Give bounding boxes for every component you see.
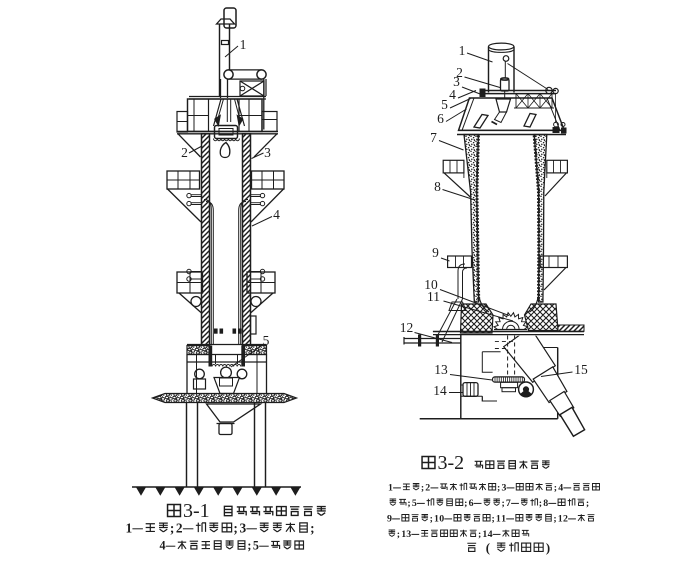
svg-text:1: 1: [388, 483, 393, 494]
svg-text:8: 8: [434, 179, 441, 194]
svg-text:;: ;: [430, 514, 433, 525]
svg-text:;: ;: [554, 483, 557, 494]
svg-text:3: 3: [502, 483, 507, 494]
svg-text:;: ;: [553, 514, 556, 525]
svg-text:4: 4: [449, 87, 456, 102]
svg-text:7: 7: [506, 498, 511, 509]
svg-text:2: 2: [425, 483, 430, 494]
svg-text:3: 3: [406, 529, 411, 540]
svg-text:;: ;: [464, 498, 467, 509]
svg-text:14: 14: [433, 383, 447, 398]
svg-text:1: 1: [558, 514, 563, 525]
svg-text:;: ;: [497, 483, 500, 494]
svg-text:1: 1: [126, 521, 133, 536]
svg-text:4: 4: [160, 539, 166, 553]
svg-text:): ): [546, 541, 550, 555]
svg-text:;: ;: [492, 514, 495, 525]
svg-text:;: ;: [586, 498, 589, 509]
svg-text:5: 5: [412, 498, 417, 509]
svg-text:5: 5: [441, 97, 448, 112]
svg-text:3-1: 3-1: [183, 500, 210, 522]
svg-text:3: 3: [453, 74, 460, 89]
svg-text:1: 1: [482, 529, 487, 540]
svg-text:1: 1: [496, 514, 501, 525]
svg-text:;: ;: [502, 498, 505, 509]
svg-text:2: 2: [176, 521, 183, 536]
svg-text:9: 9: [387, 514, 392, 525]
svg-text:;: ;: [421, 483, 424, 494]
svg-text:;: ;: [233, 521, 237, 536]
svg-text:1: 1: [401, 529, 406, 540]
svg-text:13: 13: [434, 362, 448, 377]
svg-text:1: 1: [434, 514, 439, 525]
svg-text:2: 2: [563, 514, 568, 525]
svg-text:12: 12: [400, 320, 414, 335]
svg-text:9: 9: [432, 245, 439, 260]
svg-text:10: 10: [424, 277, 438, 292]
svg-text:1: 1: [459, 43, 466, 58]
svg-text:5: 5: [253, 539, 259, 553]
svg-text:4: 4: [488, 529, 493, 540]
svg-text:6: 6: [437, 111, 444, 126]
svg-text:11: 11: [427, 289, 440, 304]
svg-text:6: 6: [469, 498, 474, 509]
svg-text:15: 15: [574, 362, 588, 377]
svg-text:;: ;: [539, 498, 542, 509]
svg-text:;: ;: [310, 521, 314, 536]
svg-text:3: 3: [240, 521, 247, 536]
svg-text:2: 2: [456, 65, 463, 80]
svg-text:3-2: 3-2: [438, 452, 465, 474]
svg-text:(: (: [486, 541, 490, 555]
svg-text:;: ;: [397, 529, 400, 540]
svg-text:1: 1: [501, 514, 506, 525]
svg-text:7: 7: [430, 130, 437, 145]
svg-text:5: 5: [263, 333, 270, 348]
svg-text:;: ;: [407, 498, 410, 509]
svg-text:1: 1: [240, 37, 247, 52]
svg-text:;: ;: [247, 539, 251, 553]
svg-text:3: 3: [264, 145, 271, 160]
svg-text:4: 4: [558, 483, 563, 494]
svg-text:4: 4: [273, 207, 280, 222]
svg-text:8: 8: [543, 498, 548, 509]
svg-text:;: ;: [170, 521, 174, 536]
svg-text:0: 0: [439, 514, 444, 525]
svg-text:2: 2: [181, 145, 188, 160]
svg-text:;: ;: [478, 529, 481, 540]
